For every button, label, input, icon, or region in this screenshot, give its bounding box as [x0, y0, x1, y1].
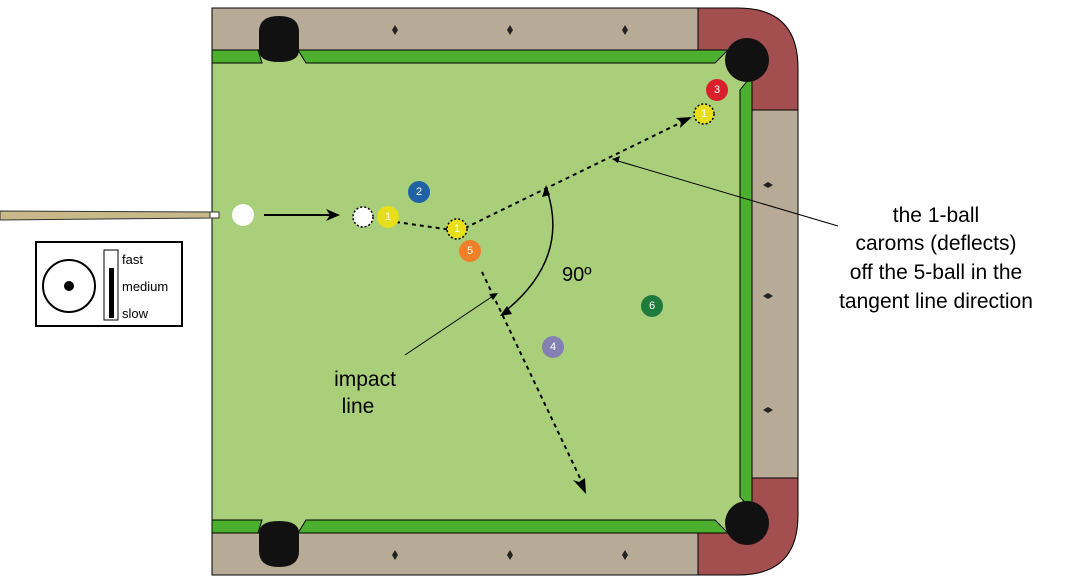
impact-line-label-line-1: impact	[334, 368, 396, 391]
table-felt	[212, 50, 752, 533]
pocket-top-right	[725, 38, 769, 82]
speed-gauge: fast medium slow	[36, 242, 182, 326]
carom-explanation-line-3: off the 5-ball in the	[850, 261, 1022, 284]
cushion-bottom	[298, 520, 728, 533]
impact-line-label-line-2: line	[342, 395, 375, 418]
ball-4-number: 4	[550, 341, 556, 353]
ball-5-number: 5	[467, 245, 473, 257]
ball-6-number: 6	[649, 300, 655, 312]
ball-2-number: 2	[416, 186, 422, 198]
carom-explanation-line-4: tangent line direction	[839, 290, 1033, 313]
speed-bar-fill	[109, 268, 114, 318]
cue-ball	[232, 204, 254, 226]
ball-1-number: 1	[385, 211, 391, 223]
ball-3-number: 3	[714, 84, 720, 96]
cue-stick-shaft	[0, 211, 213, 220]
speed-label-medium: medium	[122, 279, 168, 294]
angle-label: 90º	[562, 264, 592, 286]
cushion-right	[740, 75, 752, 510]
cushion-bottom-left	[212, 520, 262, 533]
rail-right	[752, 110, 798, 478]
carom-explanation: the 1-ball caroms (deflects) off the 5-b…	[839, 204, 1033, 313]
cue-stick	[0, 211, 219, 220]
cue-ball-ghost	[353, 207, 373, 227]
pocket-bottom-right	[725, 501, 769, 545]
pocket-bottom-left	[259, 521, 299, 567]
carom-explanation-line-1: the 1-ball	[893, 204, 979, 227]
cushion-top	[298, 50, 728, 63]
speed-label-fast: fast	[122, 252, 143, 267]
spin-contact-point	[64, 281, 74, 291]
ball-1-ghost-contact-number: 1	[454, 223, 460, 235]
pocket-top-left	[259, 16, 299, 62]
cushion-top-left	[212, 50, 262, 63]
speed-label-slow: slow	[122, 306, 149, 321]
ball-1-ghost-final-number: 1	[701, 108, 707, 120]
cue-stick-tip	[210, 212, 219, 218]
carom-explanation-line-2: caroms (deflects)	[855, 232, 1016, 255]
